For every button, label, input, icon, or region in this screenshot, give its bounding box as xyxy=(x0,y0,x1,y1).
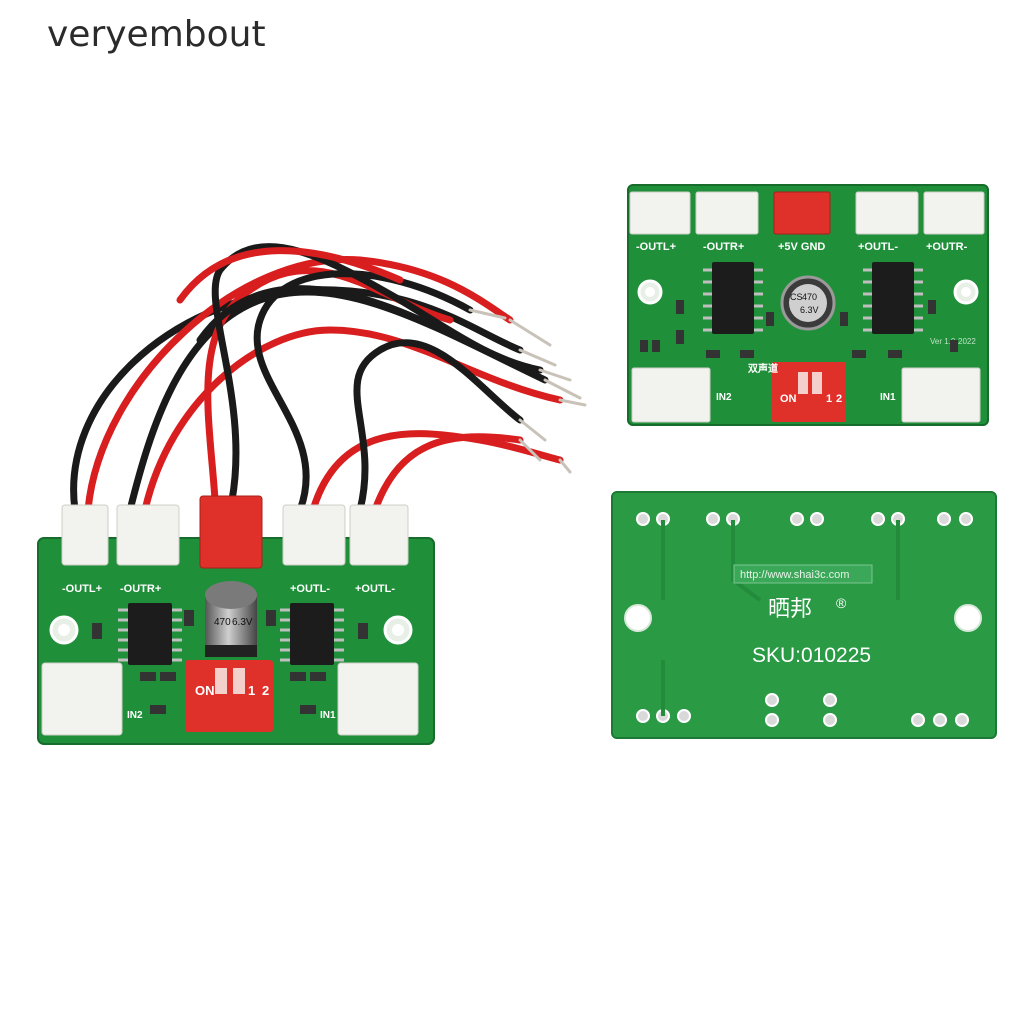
label-in1: IN1 xyxy=(320,710,336,721)
svg-text:6.3V: 6.3V xyxy=(232,617,253,628)
front-label-power: +5V GND xyxy=(778,241,825,253)
output-connectors xyxy=(61,495,409,569)
input-connector-1 xyxy=(337,662,419,736)
brand-chinese: 晒邦 xyxy=(768,597,812,622)
front-label-channel: 双声道 xyxy=(748,362,778,375)
registered-mark: ® xyxy=(836,595,847,611)
label-outl-right-2: +OUTL- xyxy=(355,583,395,595)
capacitor: 470 6.3V xyxy=(205,581,257,657)
wire-tips xyxy=(468,308,587,474)
label-outl-right: +OUTL- xyxy=(290,583,330,595)
front-label-in1: IN1 xyxy=(880,392,896,403)
svg-text:6.3V: 6.3V xyxy=(800,305,819,315)
svg-text:CS: CS xyxy=(790,292,803,302)
front-label-outr-plus: +OUTR- xyxy=(926,241,968,253)
label-in2: IN2 xyxy=(127,710,143,721)
svg-text:1: 1 xyxy=(248,683,255,698)
svg-text:1: 1 xyxy=(826,393,832,405)
back-board: http://www.shai3c.com 晒邦 ® SKU:010225 xyxy=(611,491,997,739)
svg-text:ON: ON xyxy=(780,393,797,405)
url-box xyxy=(733,564,873,584)
speaker-wires xyxy=(70,243,564,514)
label-outl-left: -OUTL+ xyxy=(62,583,102,595)
front-board: -OUTL+ -OUTR+ +5V GND +OUTL- +OUTR- CS 4… xyxy=(627,184,989,426)
amplifier-chips xyxy=(118,603,344,665)
front-label-in2: IN2 xyxy=(716,392,732,403)
front-label-outr: -OUTR+ xyxy=(703,241,744,253)
website-url: http://www.shai3c.com xyxy=(740,569,849,581)
label-outr-left: -OUTR+ xyxy=(120,583,161,595)
sku-label: SKU:010225 xyxy=(752,644,871,667)
front-dip-switch xyxy=(772,362,846,422)
svg-text:2: 2 xyxy=(836,393,842,405)
brand-watermark: veryembout xyxy=(47,14,266,55)
svg-text:2: 2 xyxy=(262,683,269,698)
wired-board: -OUTL+ -OUTR+ +OUTL- +OUTL- 470 6.3V xyxy=(37,243,587,745)
back-mount-hole xyxy=(624,604,652,632)
front-label-outl: -OUTL+ xyxy=(636,241,676,253)
back-mount-hole xyxy=(954,604,982,632)
input-connector-2 xyxy=(41,662,123,736)
front-label-outl-plus: +OUTL- xyxy=(858,241,898,253)
svg-text:ON: ON xyxy=(195,683,215,698)
dip-switch: ON 1 2 xyxy=(185,660,273,732)
solder-pads xyxy=(636,512,973,727)
svg-text:470: 470 xyxy=(214,617,231,628)
smd-components xyxy=(92,610,368,714)
svg-text:470: 470 xyxy=(802,292,817,302)
